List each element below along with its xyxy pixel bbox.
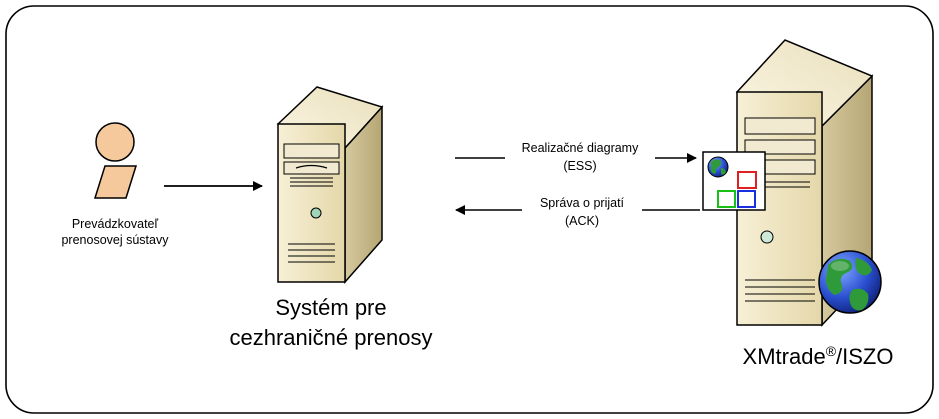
- actor-label-line1: Prevádzkovateľ: [72, 217, 159, 231]
- ack-label-line2: (ACK): [565, 214, 599, 228]
- ess-label-bg: [505, 140, 655, 176]
- ack-label-line1: Správa o prijatí: [540, 196, 625, 210]
- actor-label-line2: prenosovej sústavy: [61, 233, 169, 247]
- person-icon: [93, 122, 138, 199]
- ess-label-line1: Realizačné diagramy: [522, 141, 639, 155]
- ack-label-bg: [522, 193, 642, 229]
- system-label-line1: Systém pre: [275, 295, 386, 320]
- message-document-icon: [702, 151, 766, 211]
- server-tower-icon-large: [735, 39, 874, 327]
- ess-label-line2: (ESS): [563, 159, 596, 173]
- system-label-line2: cezhraničné prenosy: [229, 325, 432, 350]
- xmtrade-label-main: XMtrade: [743, 344, 826, 369]
- server-tower-icon: [276, 86, 384, 284]
- xmtrade-label: XMtrade®/ISZO: [743, 343, 894, 369]
- globe-icon: [818, 250, 882, 314]
- xmtrade-label-suffix: /ISZO: [836, 344, 893, 369]
- xmtrade-label-sup: ®: [826, 343, 837, 359]
